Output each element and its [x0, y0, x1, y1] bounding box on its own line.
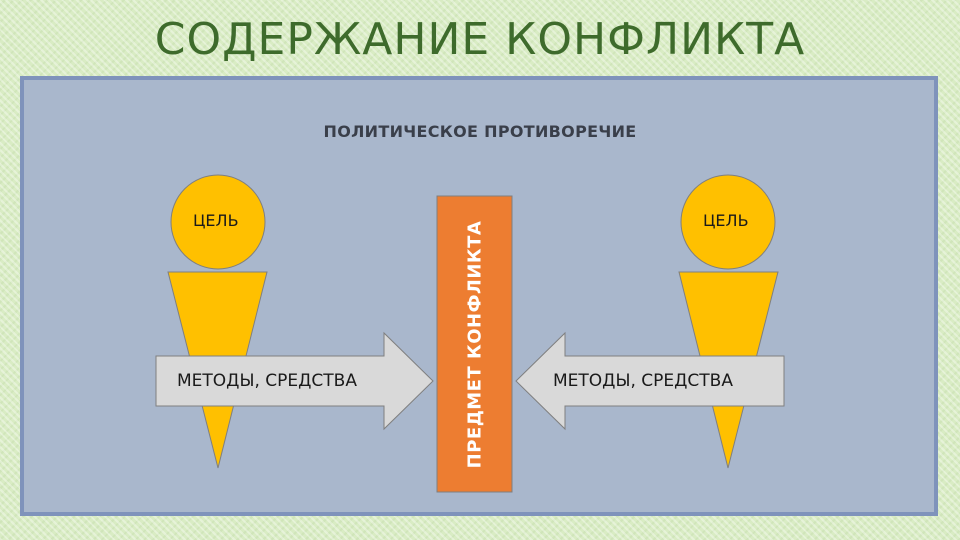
slide-title: СОДЕРЖАНИЕ КОНФЛИКТА	[154, 14, 806, 65]
left-goal-circle	[170, 174, 266, 270]
conflict-subject: ПРЕДМЕТ КОНФЛИКТА	[437, 196, 512, 492]
right-methods-arrow	[515, 331, 785, 431]
conflict-subject-label: ПРЕДМЕТ КОНФЛИКТА	[464, 220, 486, 468]
left-goal-label: ЦЕЛЬ	[193, 211, 239, 230]
right-methods-label: МЕТОДЫ, СРЕДСТВА	[553, 371, 733, 391]
right-goal-circle	[680, 174, 776, 270]
conflict-subject-bar	[436, 195, 513, 493]
diagram-subtitle: ПОЛИТИЧЕСКОЕ ПРОТИВОРЕЧИЕ	[323, 122, 637, 141]
left-methods-arrow	[155, 331, 434, 431]
right-goal-label: ЦЕЛЬ	[703, 211, 749, 230]
left-methods-label: МЕТОДЫ, СРЕДСТВА	[177, 371, 357, 391]
